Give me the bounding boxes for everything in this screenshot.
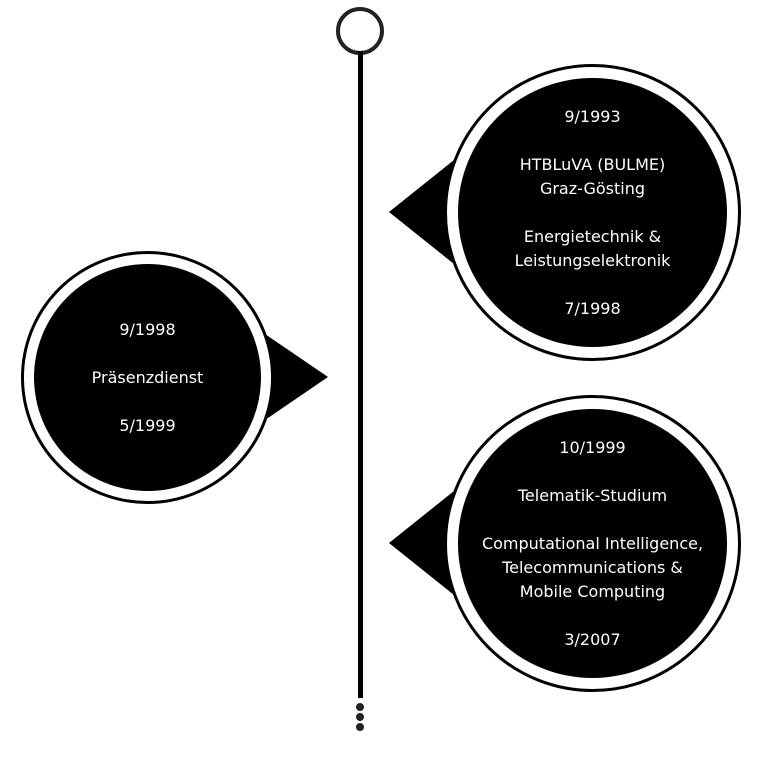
event-content: 10/1999 Telematik-Studium Computational …: [458, 409, 727, 678]
continuation-dot: [356, 713, 364, 721]
event-end: 7/1998: [564, 298, 621, 318]
event-detail: Mobile Computing: [519, 581, 666, 601]
event-content: 9/1993 HTBLuVA (BULME) Graz-Gösting Ener…: [458, 78, 727, 347]
event-title: HTBLuVA (BULME): [519, 154, 666, 174]
timeline-line: [358, 51, 363, 698]
event-content: 9/1998 Präsenzdienst 5/1999: [34, 264, 261, 491]
event-detail: Computational Intelligence,: [481, 533, 704, 553]
continuation-dot: [356, 703, 364, 711]
event-detail: Telecommunications &: [502, 557, 683, 577]
event-title: Telematik-Studium: [517, 485, 668, 505]
event-start: 9/1998: [119, 319, 176, 339]
event-start: 9/1993: [564, 106, 621, 126]
event-start: 10/1999: [559, 437, 626, 457]
timeline-start-node: [336, 7, 384, 55]
event-title: Graz-Gösting: [539, 178, 646, 198]
event-end: 3/2007: [564, 629, 621, 649]
event-detail: Energietechnik &: [523, 226, 662, 246]
event-end: 5/1999: [119, 415, 176, 435]
continuation-dot: [356, 723, 364, 731]
event-title: Präsenzdienst: [91, 367, 204, 387]
event-detail: Leistungselektronik: [514, 250, 671, 270]
